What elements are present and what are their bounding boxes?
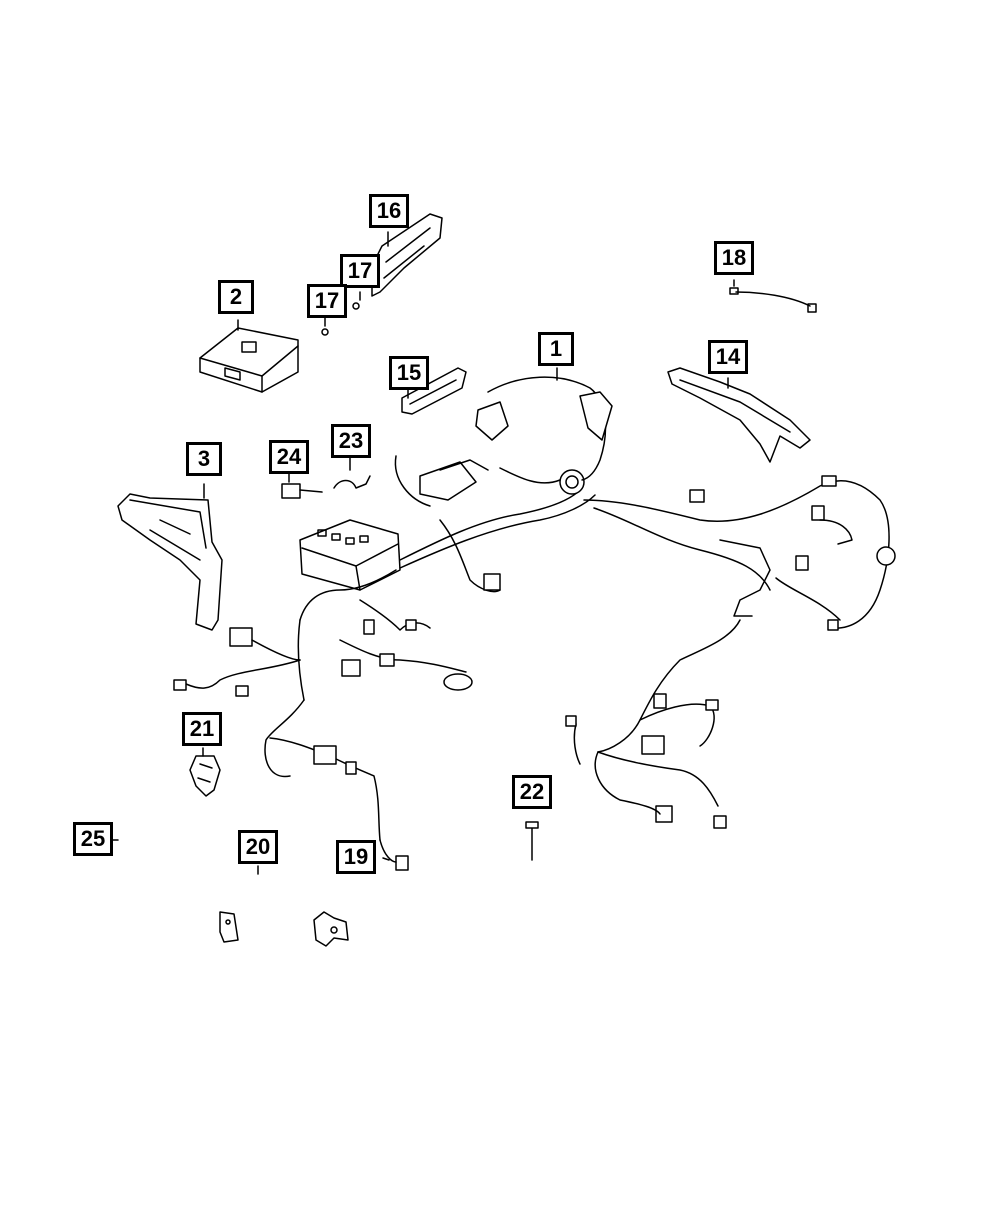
callout-14: 14 [708, 340, 748, 374]
callout-15: 15 [389, 356, 429, 390]
callout-17-upper: 17 [340, 254, 380, 288]
part-14-bracket [667, 367, 811, 463]
callout-3: 3 [186, 442, 222, 476]
part-2-module-box [199, 319, 299, 393]
part-20-bracket-a [219, 911, 239, 943]
callout-18: 18 [714, 241, 754, 275]
callout-19: 19 [336, 840, 376, 874]
callout-16: 16 [369, 194, 409, 228]
part-17-fastener-a [352, 302, 360, 310]
callout-1: 1 [538, 332, 574, 366]
part-24-connector [281, 483, 323, 499]
part-20-bracket-b [313, 911, 349, 947]
callout-22: 22 [512, 775, 552, 809]
part-18-cable [729, 287, 817, 313]
callout-20: 20 [238, 830, 278, 864]
part-17-fastener-b [321, 328, 329, 336]
part-22-bolt [525, 821, 539, 861]
part-3-bracket [117, 483, 223, 631]
callout-24: 24 [269, 440, 309, 474]
part-21-bracket [189, 755, 221, 797]
callout-23: 23 [331, 424, 371, 458]
callout-25: 25 [73, 822, 113, 856]
callout-2: 2 [218, 280, 254, 314]
part-1-wiring-harness [173, 367, 896, 871]
part-23-clip [333, 475, 371, 489]
callout-17-lower: 17 [307, 284, 347, 318]
part-15-bracket [401, 367, 467, 415]
callout-21: 21 [182, 712, 222, 746]
